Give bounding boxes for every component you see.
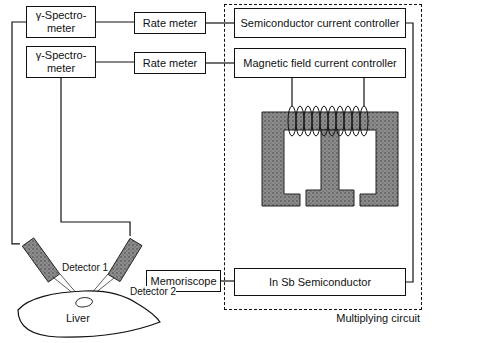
coil-winding xyxy=(288,106,368,136)
liver-organ: Liver xyxy=(14,288,164,340)
liver-outline xyxy=(18,291,160,337)
detector-probe: Detector 2 xyxy=(104,236,146,288)
magnet-pole xyxy=(306,130,354,206)
signal-wire xyxy=(61,78,130,236)
signal-wire xyxy=(96,21,134,22)
coil-turn xyxy=(352,106,360,136)
part-label: Liver xyxy=(66,312,90,324)
coil-turn xyxy=(320,106,328,136)
box-label: In Sb Semiconductor xyxy=(269,276,371,289)
magnet-core xyxy=(262,112,398,206)
box-label: Magnetic field current controller xyxy=(243,57,396,70)
region-label: Multiplying circuit xyxy=(335,312,421,324)
box-label: γ-Spectro- meter xyxy=(30,9,92,34)
signal-wire xyxy=(206,62,234,63)
signal-wire xyxy=(206,22,234,23)
detector-body xyxy=(104,236,146,288)
coil-turn xyxy=(336,106,344,136)
coil-turn xyxy=(360,106,368,136)
box-label: γ-Spectro- meter xyxy=(30,49,92,74)
coil-turn xyxy=(344,106,352,136)
box-label: Rate meter xyxy=(143,57,197,70)
coil-turn xyxy=(296,106,304,136)
part-label: Detector 2 xyxy=(130,286,176,297)
coil-turn xyxy=(288,106,296,136)
instrument-box: Rate meter xyxy=(134,12,206,34)
part-label: Detector 1 xyxy=(62,262,108,273)
instrument-box: In Sb Semiconductor xyxy=(234,268,406,296)
coil-turn xyxy=(312,106,320,136)
detector-cylinder xyxy=(108,238,142,281)
signal-wire xyxy=(96,61,134,62)
magnet-yoke xyxy=(262,112,398,206)
coil-turn xyxy=(328,106,336,136)
circuit-region: Semiconductor current controllerMagnetic… xyxy=(224,4,422,310)
box-label: Semiconductor current controller xyxy=(241,17,400,30)
instrument-box: Semiconductor current controller xyxy=(234,8,406,38)
detector-cylinder xyxy=(22,238,59,282)
box-label: Rate meter xyxy=(143,17,197,30)
detector-body xyxy=(20,236,66,288)
signal-wire xyxy=(12,22,26,244)
instrument-box: γ-Spectro- meter xyxy=(26,6,96,38)
detector-probe: Detector 1 xyxy=(20,236,66,288)
instrument-box: Rate meter xyxy=(134,52,206,74)
instrument-box: γ-Spectro- meter xyxy=(26,46,96,78)
signal-wire xyxy=(406,23,413,282)
signal-wire xyxy=(221,280,234,281)
instrument-box: Magnetic field current controller xyxy=(234,48,406,78)
coil-turn xyxy=(304,106,312,136)
tumor-outline xyxy=(76,298,93,307)
